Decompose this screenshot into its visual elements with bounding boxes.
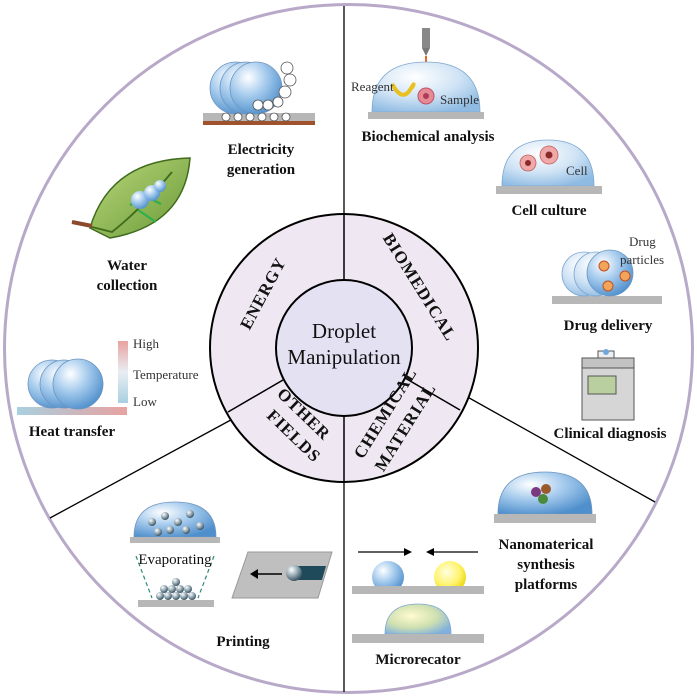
label-nano-line3: platforms [515,577,578,593]
label-drug-delivery: Drug delivery [564,318,653,334]
printing-illustration [231,551,333,599]
label-cell: Cell [566,163,588,178]
heat-transfer-illustration [17,341,128,415]
label-nano-line2: synthesis [517,557,575,573]
label-temp-low: Low [133,394,157,409]
label-reagent: Reagent [351,79,394,94]
label-water-line2: collection [97,278,158,294]
droplet-merging-illustration [352,548,484,594]
label-microreactor: Microrecator [375,652,461,668]
ring-divider-left [227,379,284,413]
label-heat-transfer: Heat transfer [29,424,116,440]
label-printing: Printing [216,634,270,650]
cell-culture-illustration [496,139,602,194]
evaporating-illustration [130,501,220,607]
label-drug-line1: Drug [629,234,656,249]
divider-right [454,389,656,503]
nanomaterial-illustration [494,471,596,523]
clinical-device-icon [581,349,635,421]
label-evaporating: Evaporating [138,552,212,568]
microreactor-illustration [352,603,484,643]
label-electricity-line1: Electricity [228,142,295,158]
label-cell-culture: Cell culture [511,203,586,219]
label-electricity-line2: generation [227,162,296,178]
center-circle [275,279,413,417]
center-title-line1: Droplet [312,319,376,343]
label-drug-line2: particles [620,252,664,267]
label-biochemical-analysis: Biochemical analysis [362,129,495,145]
label-nano-line1: Nanomaterical [499,537,594,553]
biochemical-illustration [368,28,484,119]
label-water-line1: Water [107,258,147,274]
label-clinical-diagnosis: Clinical diagnosis [554,426,667,442]
divider-left [49,414,241,519]
leaf-icon [71,157,191,239]
electricity-generation-illustration [203,61,315,125]
center-title-line2: Manipulation [287,345,401,369]
label-sample: Sample [440,92,479,107]
label-temp-mid: Temperature [133,367,199,382]
drug-delivery-illustration [552,249,662,304]
label-temp-high: High [133,336,160,351]
ring-divider-right [404,377,461,411]
